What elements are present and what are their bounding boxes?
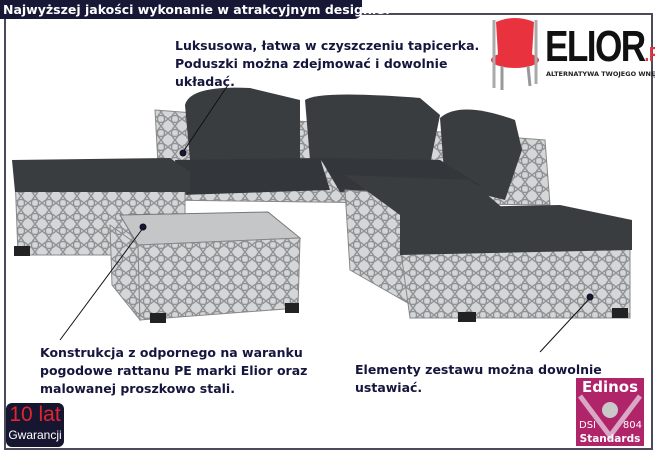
note-line: Poduszki można zdejmować i dowolnie <box>175 56 448 71</box>
callout-lines <box>59 84 594 353</box>
note-line: ustawiać. <box>355 380 423 395</box>
note-line: malowanej proszkowo stali. <box>40 381 235 396</box>
coffee-table <box>109 211 302 323</box>
brand-logo: ELIOR.PL <box>545 22 655 72</box>
note-line: pogodowe rattanu PE marki Elior oraz <box>40 363 308 378</box>
certificate-bottom: Standards <box>579 433 641 445</box>
upholstery-note: Luksusowa, łatwa w czyszczeniu tapicerka… <box>175 37 479 91</box>
logo-tagline: ALTERNATYWA TWOJEGO WNĘTRZA <box>546 70 655 78</box>
warranty-badge: 10 lat Gwarancji <box>6 403 64 447</box>
note-line: Elementy zestawu można dowolnie <box>355 362 602 377</box>
seat-cushion <box>175 158 330 195</box>
certificate-v-icon <box>578 394 642 441</box>
certificate-badge: Edinos DSI 804 Standards <box>576 378 644 446</box>
logo-suffix: .PL <box>644 44 655 66</box>
logo-name: ELIOR <box>545 22 646 71</box>
warranty-label: Gwarancji <box>8 428 62 442</box>
page-title: Najwyższej jakości wykonanie w atrakcyjn… <box>0 0 390 19</box>
right-chaise <box>344 175 632 322</box>
arrangement-note: Elementy zestawu można dowolnie ustawiać… <box>355 361 602 397</box>
note-line: Konstrukcja z odpornego na waranku <box>40 345 303 360</box>
certificate-right: 804 <box>622 420 642 431</box>
note-line: układać. <box>175 74 235 89</box>
construction-note: Konstrukcja z odpornego na waranku pogod… <box>40 344 307 398</box>
certificate-top: Edinos <box>581 378 639 396</box>
warranty-years: 10 lat <box>9 403 61 426</box>
certificate-left: DSI <box>579 420 596 431</box>
chair-logo-icon <box>491 18 539 90</box>
note-line: Luksusowa, łatwa w czyszczeniu tapicerka… <box>175 38 480 53</box>
back-cushion <box>305 94 440 165</box>
